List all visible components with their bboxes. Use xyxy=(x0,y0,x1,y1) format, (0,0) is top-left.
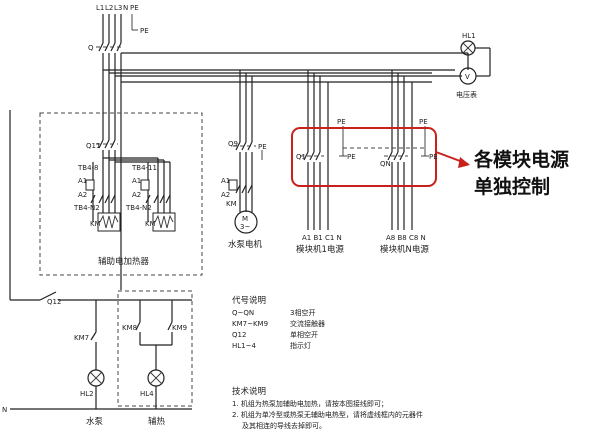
heater1-a1-label: A1 xyxy=(78,177,87,185)
breaker-q11-label: Q11 xyxy=(86,142,100,150)
aux-heater-box xyxy=(39,112,203,276)
callout-line1: 各模块电源 xyxy=(473,148,569,171)
pump-pe-label: PE xyxy=(258,143,267,151)
km7-label: KM7 xyxy=(74,334,89,342)
pump-motor-circuit xyxy=(228,70,263,234)
module1-terminals: A1 B1 C1 N xyxy=(302,234,342,242)
callout-line2: 单独控制 xyxy=(474,175,550,198)
water-pump-label: 水泵 xyxy=(86,416,104,427)
motor-m-label: M xyxy=(242,215,248,223)
tech-notes-title: 技术说明 xyxy=(232,386,266,397)
breaker-q1-label: Q1 xyxy=(296,153,306,161)
pump-a2-label: A2 xyxy=(221,191,230,199)
heater1-km-label: KM xyxy=(90,220,101,228)
aux-heat-label: 辅热 xyxy=(148,416,166,427)
legend-code-2: Q12 xyxy=(232,331,246,339)
legend-desc-3: 指示灯 xyxy=(290,341,311,350)
aux-heater-label: 辅助电加热器 xyxy=(98,256,150,267)
module1-pe-ground: PE xyxy=(347,153,356,161)
module-power-circuits xyxy=(300,70,429,230)
callout-highlight xyxy=(291,127,470,187)
heater1-a2-label: A2 xyxy=(78,191,87,199)
legend-desc-2: 单相空开 xyxy=(290,330,318,339)
control-n-label: N xyxy=(2,406,7,414)
legend-code-1: KM7~KM9 xyxy=(232,320,268,328)
tech-note-line3: 及其相连的导线去掉即可。 xyxy=(242,421,326,430)
heater2-tb4n2-label: TB4-N2 xyxy=(125,204,152,212)
voltmeter-symbol: V xyxy=(465,73,470,81)
legend-code-0: Q~QN xyxy=(232,309,254,317)
module1-power-label: 模块机1电源 xyxy=(296,244,344,255)
breaker-q-label: Q xyxy=(88,44,94,52)
legend-desc-0: 3相空开 xyxy=(290,308,315,317)
pump-a1-label: A1 xyxy=(221,177,230,185)
heater2-a2-label: A2 xyxy=(132,191,141,199)
module1-pe-label: PE xyxy=(337,118,346,126)
terminal-l1: L1 xyxy=(96,4,104,12)
terminal-pe: PE xyxy=(130,4,139,12)
hl1-label: HL1 xyxy=(462,32,476,40)
main-supply-lines xyxy=(96,14,138,82)
legend-title: 代号说明 xyxy=(232,295,266,306)
terminal-l3: L3 xyxy=(114,4,122,12)
modulen-power-label: 模块机N电源 xyxy=(380,244,429,255)
indicator-and-meter xyxy=(432,40,491,85)
breaker-qn-label: QN xyxy=(380,160,391,168)
aux-heater-circuit xyxy=(85,70,176,232)
tb4-11-label: TB4-11 xyxy=(131,164,157,172)
pump-motor-label: 水泵电机 xyxy=(228,239,263,250)
breaker-q9-label: Q9 xyxy=(228,140,238,148)
km8-label: KM8 xyxy=(122,324,137,332)
terminal-n: N xyxy=(123,4,128,12)
tb4-8-label: TB4-8 xyxy=(77,164,99,172)
modulen-pe-label: PE xyxy=(419,118,428,126)
modulen-pe-ground: PE xyxy=(429,153,438,161)
heater2-km-label: KM xyxy=(145,220,156,228)
motor-phase-label: 3~ xyxy=(240,223,250,231)
pump-km-label: KM xyxy=(226,200,237,208)
breaker-q12-label: Q12 xyxy=(47,298,61,306)
horizontal-buses xyxy=(103,52,468,290)
heater2-a1-label: A1 xyxy=(132,177,141,185)
km9-label: KM9 xyxy=(172,324,187,332)
control-circuit xyxy=(9,110,193,410)
legend-desc-1: 交流接触器 xyxy=(290,319,325,328)
tech-note-line1: 1. 机组为热泵加辅助电加热，请按本图接线即可； xyxy=(232,399,388,408)
voltmeter-label: 电压表 xyxy=(456,90,477,99)
heater1-tb4n2-label: TB4-N2 xyxy=(73,204,100,212)
hl2-label: HL2 xyxy=(80,390,94,398)
legend-code-3: HL1~4 xyxy=(232,342,256,350)
pe-label-main: PE xyxy=(140,27,149,35)
terminal-l2: L2 xyxy=(105,4,113,12)
modulen-terminals: A8 B8 C8 N xyxy=(386,234,426,242)
hl4-label: HL4 xyxy=(140,390,154,398)
tech-note-line2: 2. 机组为单冷型或热泵无辅助电热型，请将虚线框内的元器件 xyxy=(232,410,423,419)
